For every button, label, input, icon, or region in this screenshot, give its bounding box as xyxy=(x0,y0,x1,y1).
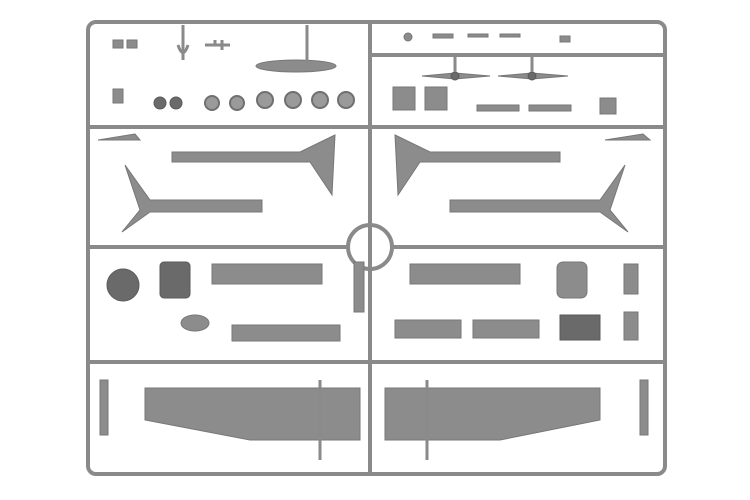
wheels xyxy=(112,86,617,115)
tail-booms xyxy=(97,133,652,233)
propellers xyxy=(421,55,569,81)
small-parts-top xyxy=(112,25,571,73)
wings xyxy=(99,379,649,460)
mid-parts xyxy=(106,261,639,342)
center-ring xyxy=(346,223,394,271)
